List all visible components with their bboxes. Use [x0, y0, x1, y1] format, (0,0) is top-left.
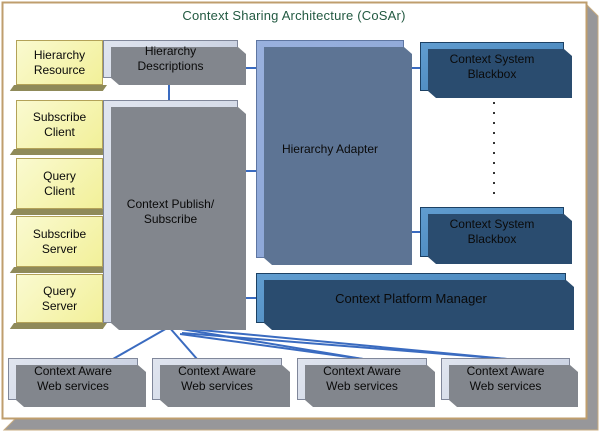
box-label-line: Client: [44, 183, 75, 198]
box-label-line: Blackbox: [467, 66, 517, 81]
box-context-system-blackbox-top: Context System Blackbox: [420, 42, 564, 91]
box-query-server: Query Server: [16, 274, 103, 323]
connector-line-fan-ws2: [168, 326, 198, 360]
box-label-line: Context Publish/: [126, 196, 215, 211]
box-label-line: Context System: [449, 217, 535, 231]
connector-line-fan-ws4b: [181, 332, 508, 360]
box-label-line: Query: [43, 283, 76, 298]
box-context-system-blackbox-bottom: Context System Blackbox: [420, 207, 564, 257]
box-label-line: Web services: [326, 379, 398, 393]
box-label-line: Web services: [469, 379, 542, 393]
box-context-platform-manager: Context Platform Manager: [256, 273, 566, 323]
box-label-line: Web services: [181, 379, 253, 393]
box-context-aware-ws-2: Context Aware Web services: [152, 358, 282, 400]
box-label-line: Client: [44, 124, 75, 139]
box-label-line: Subscribe: [32, 109, 87, 124]
box-hierarchy-adapter: Hierarchy Adapter: [256, 40, 404, 258]
box-label-line: Hierarchy: [33, 47, 86, 62]
box-context-aware-ws-1: Context Aware Web services: [8, 358, 138, 400]
box-label-line: Context System: [449, 51, 535, 66]
box-label-line: Resource: [33, 62, 86, 77]
box-label-line: Query: [43, 168, 76, 183]
box-label-line: Blackbox: [467, 232, 517, 246]
box-label-line: Context Platform Manager: [335, 290, 487, 306]
diagram-title: Context Sharing Architecture (CoSAr): [182, 8, 406, 23]
box-label-line: Hierarchy Adapter: [281, 141, 379, 156]
box-label-line: Descriptions: [137, 59, 204, 73]
box-label-line: Web services: [37, 379, 109, 393]
box-subscribe-client: Subscribe Client: [16, 100, 103, 149]
box-label-line: Hierarchy: [144, 44, 197, 58]
box-label-line: Server: [41, 298, 78, 313]
box-label-line: Context Aware: [323, 364, 401, 378]
box-label-line: Server: [41, 241, 78, 256]
box-context-aware-ws-3: Context Aware Web services: [297, 358, 427, 400]
box-label-line: Context Aware: [466, 364, 545, 378]
connector-line-fan-ws3b: [179, 333, 364, 360]
box-query-client: Query Client: [16, 158, 103, 209]
box-label-line: Context Aware: [34, 364, 112, 378]
box-label-line: Subscribe: [143, 211, 198, 226]
box-subscribe-server: Subscribe Server: [16, 216, 103, 267]
box-hierarchy-descriptions: Hierarchy Descriptions: [103, 40, 238, 78]
box-context-aware-ws-4: Context Aware Web services: [441, 358, 570, 400]
box-label-line: Context Aware: [178, 364, 256, 378]
connector-line-fan-ws1: [112, 326, 170, 360]
box-label-line: Subscribe: [32, 226, 87, 241]
box-hierarchy-resource: Hierarchy Resource: [16, 40, 103, 85]
box-context-publish-subscribe: Context Publish/ Subscribe: [103, 100, 238, 323]
connector-layer: [112, 67, 508, 360]
